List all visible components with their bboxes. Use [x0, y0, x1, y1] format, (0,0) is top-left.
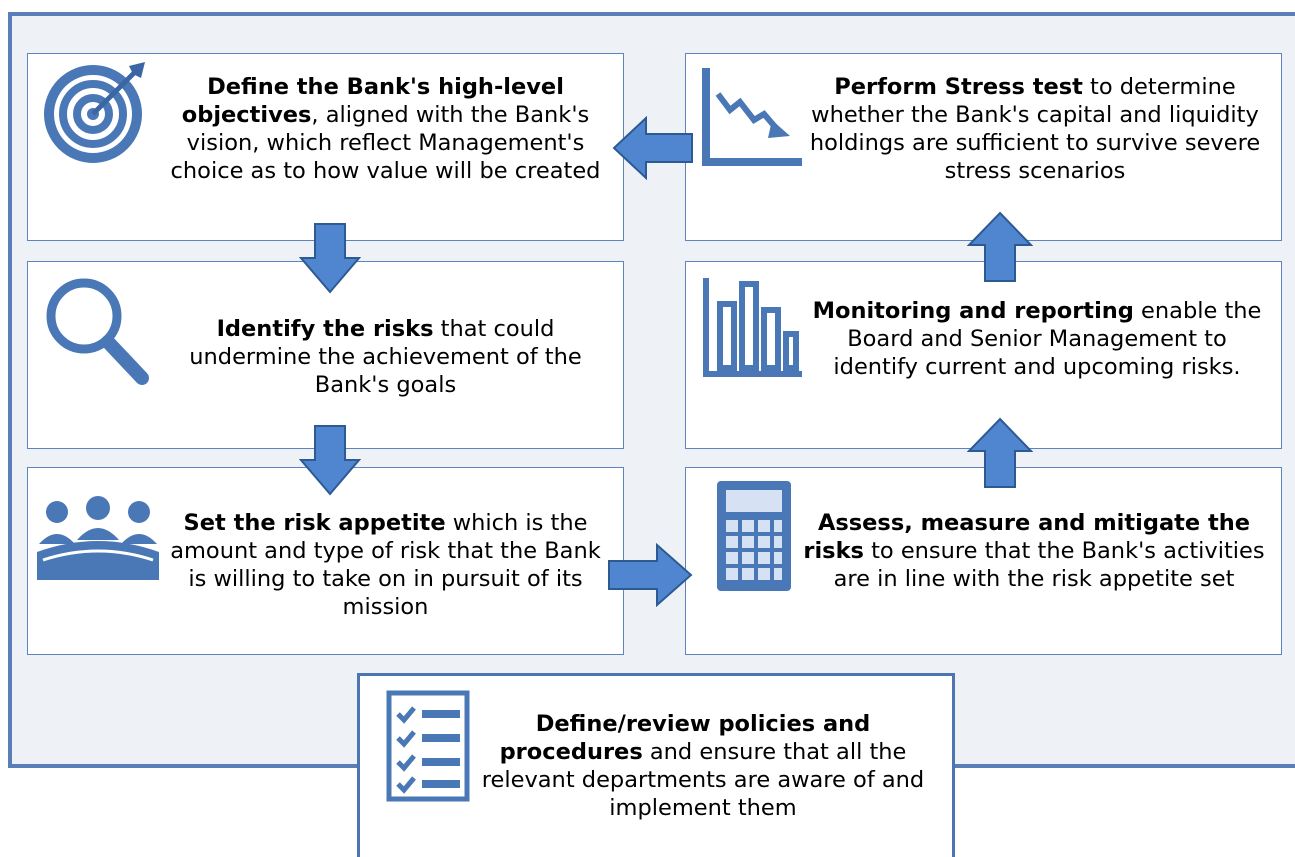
- step-policies-bold: Define/review policies and procedures: [499, 711, 871, 765]
- magnifier-icon: [46, 278, 149, 385]
- arrow-identify-to-appetite: [299, 425, 361, 496]
- step-stress-text: to determine whether the Bank's capital …: [809, 74, 1261, 184]
- step-assess-text: to ensure that the Bank's activities are…: [833, 538, 1265, 592]
- arrow-appetite-to-assess: [608, 543, 693, 607]
- step-identify-bold: Identify the risks: [216, 316, 434, 342]
- step-objectives-box: Define the Bank's high-level objectives,…: [27, 53, 624, 241]
- step-appetite-box: Set the risk appetite which is the amoun…: [27, 467, 624, 655]
- arrow-monitoring-to-stress: [967, 211, 1033, 282]
- step-identify-text: that could undermine the achievement of …: [189, 316, 582, 398]
- step-policies-text: and ensure that all the relevant departm…: [481, 739, 925, 821]
- step-assess-box: Assess, measure and mitigate the risks t…: [685, 467, 1282, 655]
- target-icon: [44, 62, 145, 163]
- step-appetite-bold: Set the risk appetite: [183, 510, 446, 536]
- arrow-objectives-to-identify: [299, 223, 361, 294]
- declining-chart-icon: [702, 68, 802, 166]
- arrow-stress-to-objectives: [612, 116, 693, 180]
- arrow-assess-to-monitoring: [967, 417, 1033, 488]
- step-appetite-text: which is the amount and type of risk tha…: [170, 510, 601, 620]
- checklist-icon: [386, 690, 470, 802]
- step-objectives-bold: Define the Bank's high-level objectives: [181, 74, 564, 128]
- step-monitoring-box: Monitoring and reporting enable the Boar…: [685, 261, 1282, 449]
- step-identify-box: Identify the risks that could undermine …: [27, 261, 624, 449]
- step-monitoring-bold: Monitoring and reporting: [812, 298, 1134, 324]
- step-stress-box: Perform Stress test to determine whether…: [685, 53, 1282, 241]
- step-monitoring-text: enable the Board and Senior Management t…: [833, 298, 1262, 380]
- step-assess-bold: Assess, measure and mitigate the risks: [803, 510, 1251, 564]
- bar-chart-icon: [703, 278, 802, 377]
- step-objectives-text: , aligned with the Bank's vision, which …: [170, 102, 601, 184]
- calculator-icon: [717, 481, 791, 591]
- people-icon: [37, 496, 159, 580]
- step-stress-bold: Perform Stress test: [834, 74, 1083, 100]
- step-policies-box: Define/review policies and procedures an…: [357, 673, 955, 857]
